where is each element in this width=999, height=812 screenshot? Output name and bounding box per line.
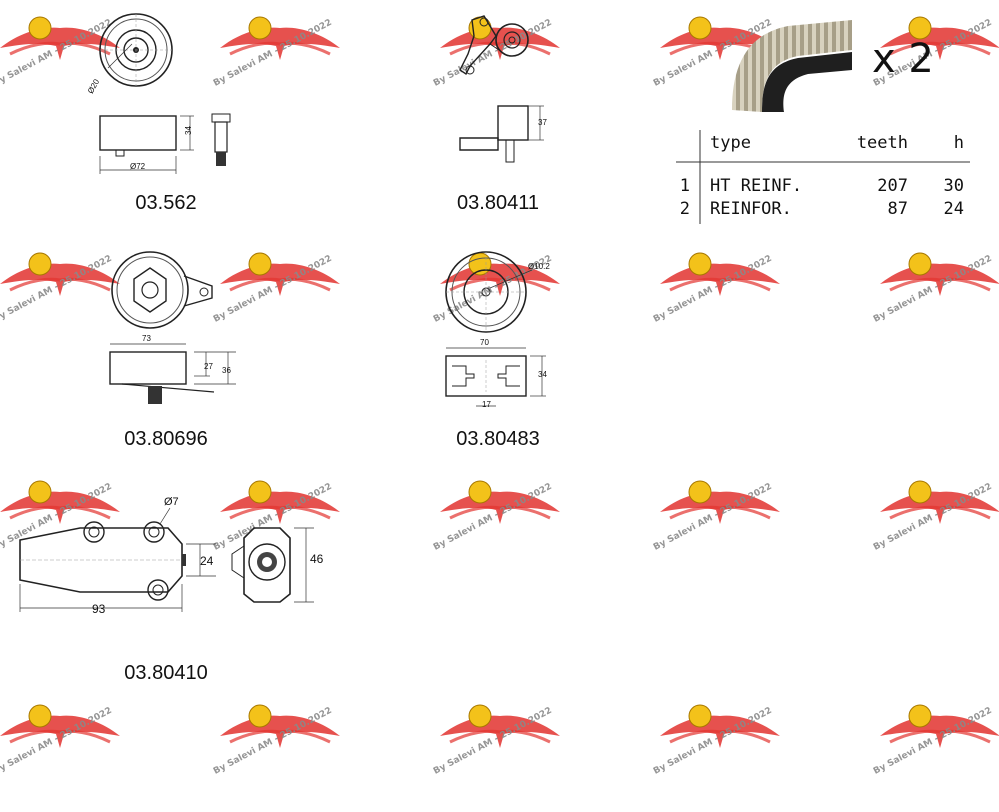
watermark-text: By Salevi AM - 25.10.2022 xyxy=(872,705,994,777)
winged-logo-icon xyxy=(660,480,780,524)
belt-multiplier: x 2 xyxy=(872,36,934,82)
watermark-text: By Salevi AM - 25.10.2022 xyxy=(432,481,554,553)
watermark-text: By Salevi AM - 25.10.2022 xyxy=(0,253,114,325)
header-h: h xyxy=(953,133,964,153)
watermark-text: By Salevi AM - 25.10.2022 xyxy=(652,705,774,777)
header-teeth: teeth xyxy=(856,133,908,153)
dim-d-main: Ø72 xyxy=(130,162,146,171)
part-03-80483-drawing: Ø10.2 70 34 17 xyxy=(436,236,556,416)
part-code-03-80696: 03.80696 xyxy=(124,428,208,450)
watermark-text: By Salevi AM - 25.10.2022 xyxy=(432,705,554,777)
dim-height: 37 xyxy=(538,118,547,127)
watermark-text: By Salevi AM - 25.10.2022 xyxy=(652,481,774,553)
watermark-text: By Salevi AM - 25.10.2022 xyxy=(872,481,994,553)
dim-gap: 17 xyxy=(482,400,491,409)
header-type: type xyxy=(710,133,751,153)
dim-length: 93 xyxy=(92,602,106,616)
part-code-03-80411: 03.80411 xyxy=(457,192,539,214)
row-teeth: 87 xyxy=(887,199,908,219)
watermark-logo: By Salevi AM - 25.10.2022 xyxy=(430,672,630,812)
watermark-logo: By Salevi AM - 25.10.2022 xyxy=(870,672,999,812)
part-03-80410-drawing: Ø7 24 93 46 xyxy=(10,494,330,624)
winged-logo-icon xyxy=(440,480,560,524)
row-type: REINFOR. xyxy=(710,199,792,219)
watermark-logo: By Salevi AM - 25.10.2022 xyxy=(870,448,999,588)
row-type: HT REINF. xyxy=(710,176,803,196)
table-row: 2 REINFOR. 87 24 xyxy=(674,199,974,223)
watermark-text: By Salevi AM - 25.10.2022 xyxy=(872,253,994,325)
dim-h2: 36 xyxy=(222,366,231,375)
watermark-logo: By Salevi AM - 25.10.2022 xyxy=(870,220,999,360)
row-teeth: 207 xyxy=(877,176,908,196)
winged-logo-icon xyxy=(880,252,999,296)
winged-logo-icon xyxy=(0,704,120,748)
winged-logo-icon xyxy=(220,704,340,748)
watermark-text: By Salevi AM - 25.10.2022 xyxy=(652,253,774,325)
part-03-80411-drawing: 37 xyxy=(450,14,560,174)
dim-height: 34 xyxy=(183,126,193,135)
part-03-80696-drawing: 73 27 36 xyxy=(104,246,244,412)
table-row: 1 HT REINF. 207 30 xyxy=(674,176,974,200)
winged-logo-icon xyxy=(660,704,780,748)
watermark-logo: By Salevi AM - 25.10.2022 xyxy=(650,448,850,588)
watermark-text: By Salevi AM - 25.10.2022 xyxy=(212,705,334,777)
winged-logo-icon xyxy=(440,704,560,748)
watermark-logo: By Salevi AM - 25.10.2022 xyxy=(650,220,850,360)
dim-width: 70 xyxy=(480,338,489,347)
dim-h-side: 46 xyxy=(310,552,324,566)
table-header-row: type teeth h xyxy=(674,133,974,157)
timing-belt-image xyxy=(728,14,856,114)
watermark-text: By Salevi AM - 25.10.2022 xyxy=(0,705,114,777)
dim-h1: 27 xyxy=(204,362,213,371)
row-index: 2 xyxy=(679,199,690,219)
dim-d-small: Ø10.2 xyxy=(528,262,550,271)
winged-logo-icon xyxy=(880,480,999,524)
part-code-03-80410: 03.80410 xyxy=(124,662,208,684)
part-code-03-562: 03.562 xyxy=(135,192,197,214)
watermark-logo: By Salevi AM - 25.10.2022 xyxy=(650,672,850,812)
dim-height: 24 xyxy=(200,554,214,568)
watermark-logo: By Salevi AM - 25.10.2022 xyxy=(0,672,190,812)
row-h: 30 xyxy=(943,176,964,196)
row-h: 24 xyxy=(943,199,964,219)
dim-width: 73 xyxy=(142,334,151,343)
winged-logo-icon xyxy=(880,704,999,748)
watermark-logo: By Salevi AM - 25.10.2022 xyxy=(430,448,630,588)
part-code-03-80483: 03.80483 xyxy=(456,428,540,450)
belt-spec-table: type teeth h 1 HT REINF. 207 30 2 REINFO… xyxy=(674,126,974,226)
watermark-logo: By Salevi AM - 25.10.2022 xyxy=(210,672,410,812)
winged-logo-icon xyxy=(660,252,780,296)
row-index: 1 xyxy=(679,176,690,196)
dim-height: 34 xyxy=(538,370,547,379)
dim-d-hole: Ø7 xyxy=(164,496,179,508)
part-03-562-drawing: Ø20 34 Ø72 xyxy=(86,10,250,180)
